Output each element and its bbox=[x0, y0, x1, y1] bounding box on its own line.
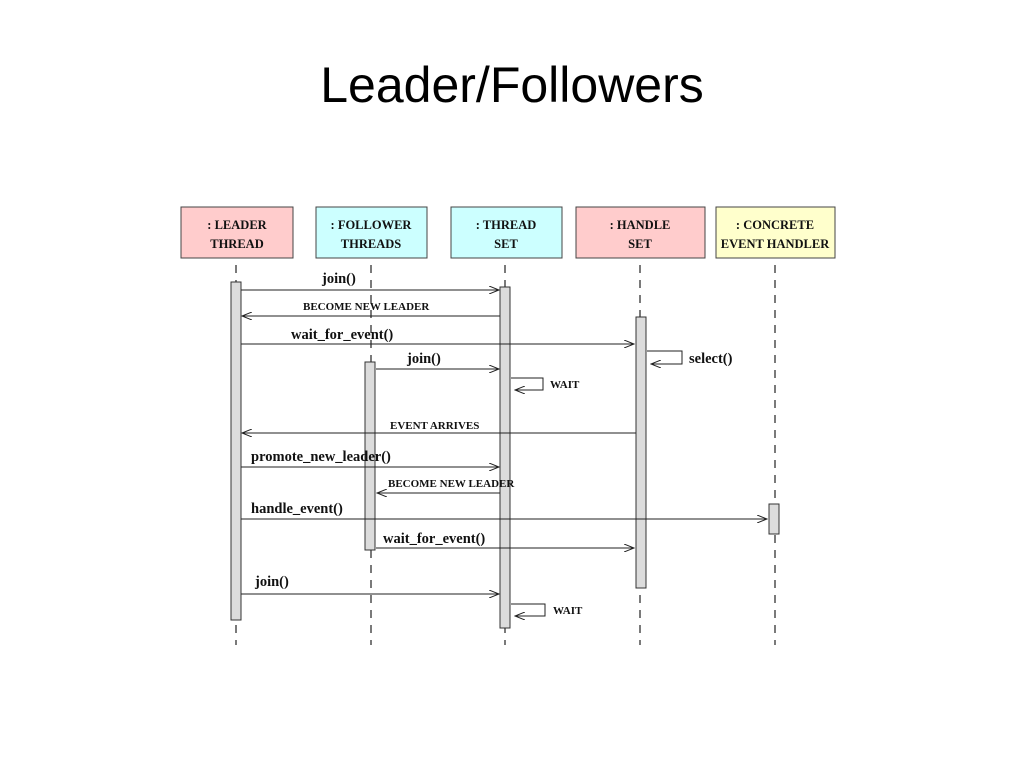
message-promote-new-leader: promote_new_leader() bbox=[241, 449, 499, 467]
participant-line1: : LEADER bbox=[207, 218, 267, 232]
participant-line1: : HANDLE bbox=[610, 218, 671, 232]
message-label: wait_for_event() bbox=[383, 531, 485, 547]
message-label: BECOME NEW LEADER bbox=[303, 301, 430, 313]
message-join-2: join() bbox=[376, 351, 499, 369]
message-label: BECOME NEW LEADER bbox=[388, 478, 515, 490]
activation-followers bbox=[364, 361, 376, 551]
participant-box bbox=[450, 206, 563, 259]
participant-leader-thread: : LEADER THREAD bbox=[180, 206, 294, 259]
activation-handleset bbox=[635, 316, 647, 589]
participant-box bbox=[715, 206, 836, 259]
message-label: join() bbox=[254, 574, 289, 590]
message-wait-for-event-1: wait_for_event() bbox=[241, 327, 634, 344]
participant-line2: SET bbox=[494, 237, 518, 251]
message-select: select() bbox=[647, 350, 733, 367]
message-wait-1: WAIT bbox=[511, 377, 580, 391]
participant-line1: : THREAD bbox=[476, 218, 537, 232]
message-wait-for-event-2: wait_for_event() bbox=[376, 531, 634, 548]
message-become-new-leader-1: BECOME NEW LEADER bbox=[242, 301, 500, 316]
message-label: join() bbox=[406, 351, 441, 367]
message-label: wait_for_event() bbox=[291, 327, 393, 343]
participant-line1: : CONCRETE bbox=[736, 218, 814, 232]
participant-line2: SET bbox=[628, 237, 652, 251]
slide-title: Leader/Followers bbox=[320, 57, 704, 113]
message-label: WAIT bbox=[553, 605, 583, 617]
participant-thread-set: : THREAD SET bbox=[450, 206, 563, 259]
participant-line1: : FOLLOWER bbox=[331, 218, 413, 232]
message-label: promote_new_leader() bbox=[251, 449, 391, 465]
activation-handler bbox=[768, 503, 780, 535]
participant-line2: THREADS bbox=[341, 237, 401, 251]
activation-leader bbox=[230, 281, 242, 621]
message-become-new-leader-2: BECOME NEW LEADER bbox=[377, 478, 515, 493]
participant-box bbox=[315, 206, 428, 259]
participant-concrete-event-handler: : CONCRETE EVENT HANDLER bbox=[715, 206, 836, 259]
participant-box bbox=[575, 206, 706, 259]
message-wait-2: WAIT bbox=[511, 603, 583, 617]
participant-handle-set: : HANDLE SET bbox=[575, 206, 706, 259]
message-label: join() bbox=[321, 271, 356, 287]
participant-line2: THREAD bbox=[210, 237, 263, 251]
message-event-arrives: EVENT ARRIVES bbox=[242, 420, 636, 433]
message-label: select() bbox=[689, 351, 733, 367]
message-join-3: join() bbox=[241, 574, 499, 594]
message-handle-event: handle_event() bbox=[241, 501, 767, 519]
message-join-1: join() bbox=[241, 271, 499, 290]
participant-box bbox=[180, 206, 294, 259]
message-label: handle_event() bbox=[251, 501, 343, 517]
activation-threadset bbox=[499, 286, 511, 629]
participant-line2: EVENT HANDLER bbox=[721, 237, 830, 251]
message-label: EVENT ARRIVES bbox=[390, 420, 479, 432]
message-label: WAIT bbox=[550, 379, 580, 391]
participant-follower-threads: : FOLLOWER THREADS bbox=[315, 206, 428, 259]
